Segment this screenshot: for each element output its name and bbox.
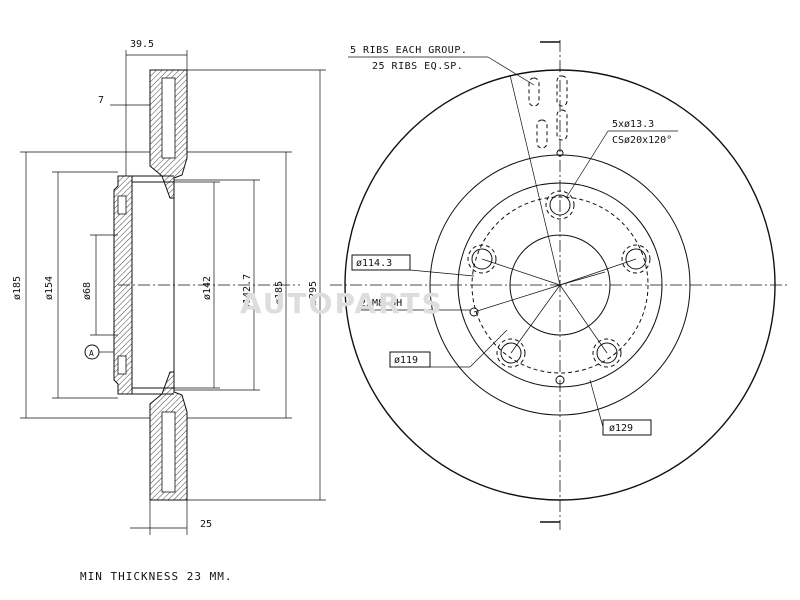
dim-dia-68: ø68 [82, 282, 93, 300]
min-thickness-note: MIN THICKNESS 23 MM. [80, 570, 233, 583]
front-view [330, 40, 790, 530]
hole-note-line2: CSø20x120° [612, 135, 672, 146]
vent-rib-1 [528, 77, 540, 107]
dia-119: ø119 [394, 355, 418, 366]
small-hole-top [556, 149, 564, 157]
stud-hole-2 [621, 244, 651, 274]
front-annotations: 5 RIBS EACH GROUP. 25 RIBS EQ.SP. 5xø13.… [348, 45, 678, 436]
stud-hole-4 [496, 338, 526, 368]
threaded-hole-2 [555, 375, 565, 385]
rib-note-line1: 5 RIBS EACH GROUP. [350, 45, 467, 56]
dim-39-5: 39.5 [130, 39, 154, 50]
pcd-box [351, 254, 411, 271]
watermark: AUTOPARTS [240, 287, 444, 320]
dim-dia-142-7: ø142.7 [242, 274, 253, 310]
vent-rib-3 [556, 109, 568, 141]
dim-dia-185-left: ø185 [12, 276, 23, 300]
stud-hole-5 [467, 244, 497, 274]
stud-hole-1 [545, 190, 575, 220]
vent-rib-4 [536, 119, 548, 149]
pcd-114-3: ø114.3 [356, 258, 392, 269]
threaded-hole-1 [469, 307, 479, 317]
dim-dia-154: ø154 [44, 276, 55, 300]
dim-dia-295: ø295 [308, 281, 319, 305]
hole-note-line1: 5xø13.3 [612, 119, 654, 130]
section-view [113, 69, 300, 501]
dim-dia-185-right: ø185 [274, 281, 285, 305]
stud-hole-3 [592, 338, 622, 368]
dia-129-box [602, 419, 652, 436]
dim-7: 7 [98, 95, 104, 106]
rib-note-line2: 25 RIBS EQ.SP. [372, 61, 463, 72]
vent-rib-2 [556, 75, 568, 107]
dia-119-box [389, 351, 431, 368]
dim-dia-142: ø142 [202, 276, 213, 300]
datum-a-label: A [89, 349, 94, 358]
thread-note: 2xM8-6H [360, 298, 402, 309]
section-dimensions: 39.5 7 25 ø185 ø154 ø68 A ø142 [12, 39, 326, 535]
dim-25: 25 [200, 519, 212, 530]
dia-129: ø129 [609, 423, 633, 434]
